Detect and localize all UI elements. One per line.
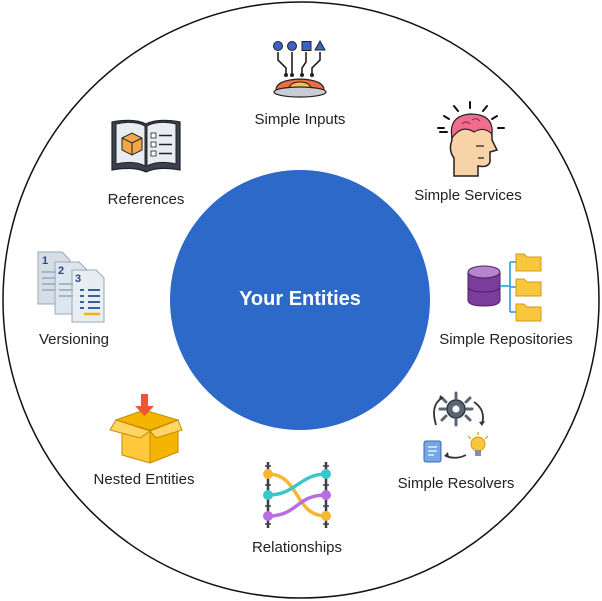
center-label: Your Entities xyxy=(239,288,361,310)
label-versioning: Versioning xyxy=(38,331,110,348)
label-simple-resolvers: Simple Resolvers xyxy=(397,475,515,492)
shapes-input-icon xyxy=(273,39,327,98)
relationship-lines-icon xyxy=(263,462,331,528)
label-simple-services: Simple Services xyxy=(414,187,522,204)
thinking-head-icon xyxy=(437,101,505,177)
resolver-cycle-icon xyxy=(423,391,489,463)
label-relationships: Relationships xyxy=(251,539,343,556)
database-folders-icon xyxy=(467,253,542,322)
label-simple-inputs: Simple Inputs xyxy=(254,111,346,128)
label-nested-entities: Nested Entities xyxy=(93,471,195,488)
reference-book-icon xyxy=(111,119,181,173)
box-arrow-icon xyxy=(109,394,183,464)
svg-text:1: 1 xyxy=(42,255,48,267)
center-circle xyxy=(170,170,430,430)
svg-text:3: 3 xyxy=(75,273,81,285)
label-references: References xyxy=(107,191,185,208)
svg-text:2: 2 xyxy=(58,265,64,277)
versioned-documents-icon: 1 2 3 xyxy=(37,251,105,323)
label-simple-repositories: Simple Repositories xyxy=(439,331,573,348)
